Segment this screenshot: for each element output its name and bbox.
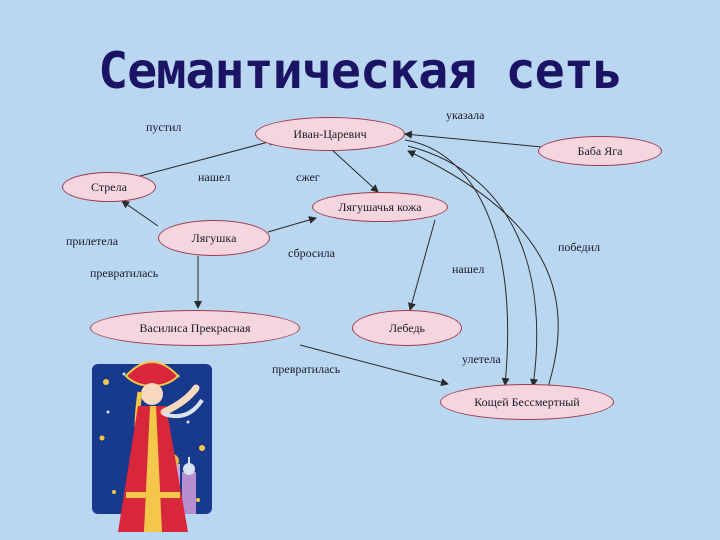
- node-ivan-tsarevich: Иван-Царевич: [255, 117, 405, 151]
- node-vasilisa-prekrasnaya: Василиса Прекрасная: [90, 310, 300, 346]
- edge-label-uletela: улетела: [462, 352, 501, 366]
- edge-kozha-lebed: [408, 219, 436, 311]
- node-koschei-bessmertny: Кощей Бессмертный: [440, 384, 614, 420]
- edge-vasilisa-koschei: [299, 344, 449, 387]
- edge-label-prevratilas-2: превратилась: [272, 362, 341, 376]
- edge-label-ukazala: указала: [446, 108, 485, 122]
- edge-label-pustil: пустил: [146, 120, 182, 134]
- node-strela: Стрела: [62, 172, 156, 202]
- edge-label-sbrosila: сбросила: [288, 246, 335, 260]
- edge-label-szheg: сжег: [296, 170, 320, 184]
- node-lyagushachya-kozha: Лягушачья кожа: [312, 192, 448, 222]
- edge-ivan-koschei-1: [404, 139, 510, 386]
- edge-label-nashel-1: нашел: [198, 170, 231, 184]
- vasilisa-illustration: [92, 361, 212, 532]
- edge-label-priletela: прилетела: [66, 234, 119, 248]
- node-lebed: Лебедь: [352, 310, 462, 346]
- edge-babayaga-ivan: [404, 130, 553, 149]
- node-baba-yaga: Баба Яга: [538, 136, 662, 166]
- edge-strela-ivan: [139, 137, 277, 177]
- edge-ivan-kozha: [329, 147, 379, 193]
- node-lyagushka: Лягушка: [158, 220, 270, 256]
- princess-figure: [118, 361, 204, 532]
- edge-lyagushka-kozha: [267, 216, 317, 233]
- edge-lyagushka-strela: [121, 200, 159, 227]
- slide-title: Семантическая сеть: [98, 42, 623, 100]
- edge-label-nashel-2: нашел: [452, 262, 485, 276]
- edge-lebed-koschei: [407, 150, 559, 388]
- edge-label-pobedil: победил: [558, 240, 601, 254]
- edge-ivan-koschei-2: [407, 145, 538, 387]
- edge-label-prevratilas-1: превратилась: [90, 266, 159, 280]
